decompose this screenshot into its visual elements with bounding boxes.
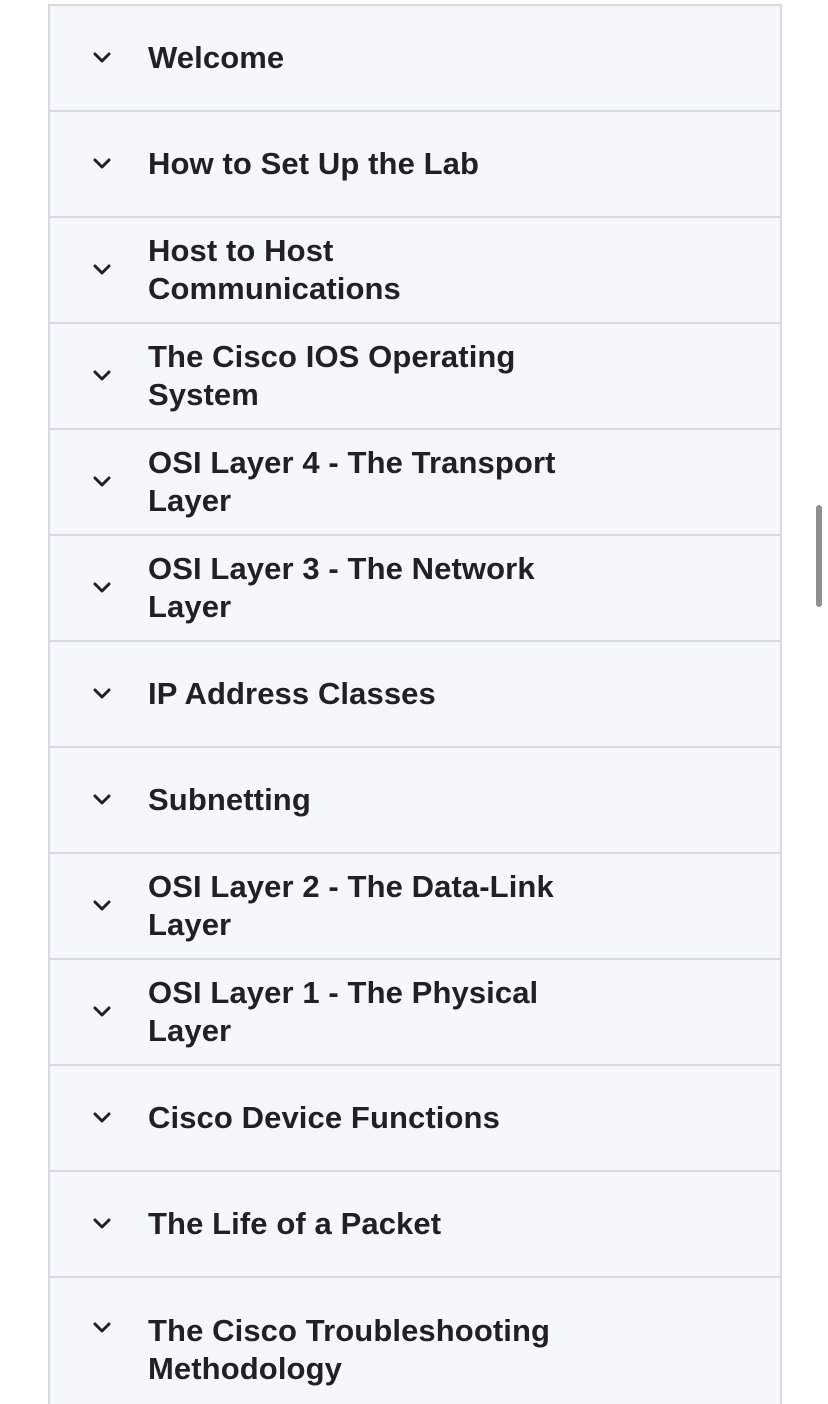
chevron-down-icon — [90, 788, 114, 812]
chevron-down-icon — [90, 1316, 114, 1340]
section-title: IP Address Classes — [148, 676, 436, 711]
chevron-down-icon — [90, 1212, 114, 1236]
section-cisco-ios[interactable]: The Cisco IOS Operating System — [50, 324, 780, 430]
chevron-down-icon — [90, 46, 114, 70]
section-subnetting[interactable]: Subnetting — [50, 748, 780, 854]
section-osi-layer-3[interactable]: OSI Layer 3 - The Network Layer — [50, 536, 780, 642]
section-title: Host to Host Communications — [148, 233, 401, 306]
section-troubleshooting-methodology[interactable]: The Cisco Troubleshooting Methodology — [50, 1278, 780, 1404]
chevron-down-icon — [90, 1000, 114, 1024]
section-lab-setup[interactable]: How to Set Up the Lab — [50, 112, 780, 218]
section-title: OSI Layer 4 - The Transport Layer — [148, 445, 556, 518]
section-title: OSI Layer 1 - The Physical Layer — [148, 975, 539, 1048]
chevron-down-icon — [90, 470, 114, 494]
section-title: Welcome — [148, 40, 285, 75]
section-title: OSI Layer 3 - The Network Layer — [148, 551, 535, 624]
chevron-down-icon — [90, 364, 114, 388]
section-title: The Cisco IOS Operating System — [148, 339, 516, 412]
section-life-of-a-packet[interactable]: The Life of a Packet — [50, 1172, 780, 1278]
vertical-scrollbar[interactable] — [816, 505, 822, 607]
section-welcome[interactable]: Welcome — [50, 6, 780, 112]
section-title: The Life of a Packet — [148, 1206, 442, 1241]
section-title: OSI Layer 2 - The Data-Link Layer — [148, 869, 554, 942]
chevron-down-icon — [90, 682, 114, 706]
section-host-to-host[interactable]: Host to Host Communications — [50, 218, 780, 324]
chevron-down-icon — [90, 152, 114, 176]
section-ip-address-classes[interactable]: IP Address Classes — [50, 642, 780, 748]
section-title: The Cisco Troubleshooting Methodology — [148, 1313, 551, 1386]
section-title: Subnetting — [148, 782, 311, 817]
chevron-down-icon — [90, 1106, 114, 1130]
chevron-down-icon — [90, 258, 114, 282]
section-cisco-device-functions[interactable]: Cisco Device Functions — [50, 1066, 780, 1172]
section-osi-layer-2[interactable]: OSI Layer 2 - The Data-Link Layer — [50, 854, 780, 960]
section-title: How to Set Up the Lab — [148, 146, 480, 181]
course-sections-accordion: Welcome How to Set Up the Lab Host to Ho… — [48, 4, 782, 1404]
chevron-down-icon — [90, 894, 114, 918]
section-title: Cisco Device Functions — [148, 1100, 500, 1135]
section-osi-layer-4[interactable]: OSI Layer 4 - The Transport Layer — [50, 430, 780, 536]
section-osi-layer-1[interactable]: OSI Layer 1 - The Physical Layer — [50, 960, 780, 1066]
chevron-down-icon — [90, 576, 114, 600]
